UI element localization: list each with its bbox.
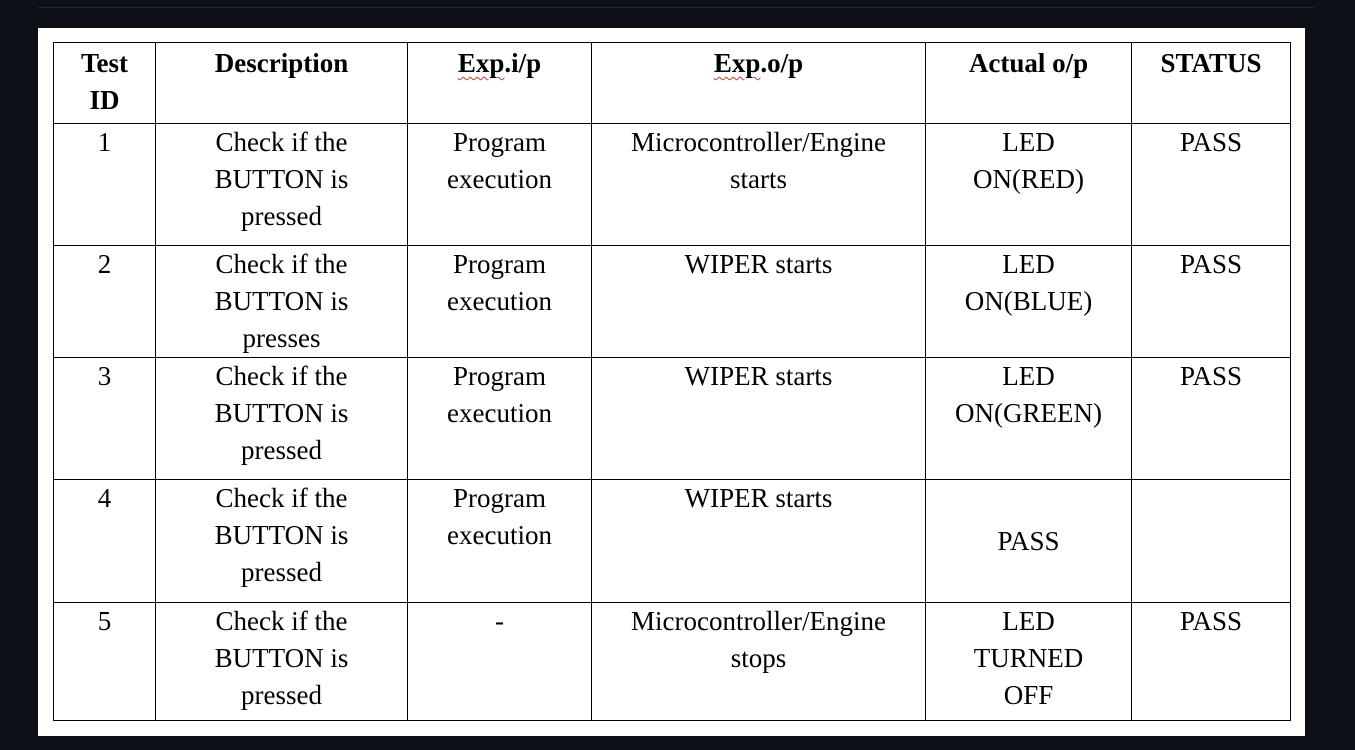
cell-status: PASS (1131, 357, 1291, 480)
header-actual-output: Actual o/p (925, 42, 1132, 124)
header-test-id: Test ID (53, 42, 156, 124)
header-expected-output: Exp.o/p (591, 42, 926, 124)
spellcheck-word: Exp (457, 48, 505, 78)
cell-expected-input: Program execution (407, 357, 592, 480)
table-row: 4 Check if the BUTTON is pressed Program… (53, 479, 1291, 603)
table-header-row: Test ID Description Exp.i/p Exp.o/p Actu… (53, 42, 1291, 124)
document-page: Test ID Description Exp.i/p Exp.o/p Actu… (38, 28, 1305, 736)
table-row: 2 Check if the BUTTON is presses Program… (53, 245, 1291, 358)
cell-expected-output: WIPER starts (591, 357, 926, 480)
cell-test-id: 1 (53, 123, 156, 246)
cell-description: Check if the BUTTON is pressed (155, 479, 408, 603)
cell-expected-output: WIPER starts (591, 479, 926, 603)
cell-expected-output: WIPER starts (591, 245, 926, 358)
cell-expected-input: Program execution (407, 245, 592, 358)
cell-description: Check if the BUTTON is pressed (155, 602, 408, 721)
cell-actual-output: LED ON(GREEN) (925, 357, 1132, 480)
cell-expected-input: Program execution (407, 123, 592, 246)
spellcheck-word: Exp (713, 48, 761, 78)
cell-expected-input: Program execution (407, 479, 592, 603)
cell-status: PASS (1131, 245, 1291, 358)
header-description: Description (155, 42, 408, 124)
table-row: 5 Check if the BUTTON is pressed - Micro… (53, 602, 1291, 721)
cell-description: Check if the BUTTON is presses (155, 245, 408, 358)
cell-test-id: 4 (53, 479, 156, 603)
table-row: 1 Check if the BUTTON is pressed Program… (53, 123, 1291, 246)
cell-expected-input: - (407, 602, 592, 721)
header-status: STATUS (1131, 42, 1291, 124)
cell-expected-output: Microcontroller/Engine stops (591, 602, 926, 721)
cell-actual-output: LED ON(BLUE) (925, 245, 1132, 358)
cell-test-id: 2 (53, 245, 156, 358)
cell-description: Check if the BUTTON is pressed (155, 357, 408, 480)
cell-status: PASS (1131, 123, 1291, 246)
cell-test-id: 5 (53, 602, 156, 721)
window-top-divider (38, 7, 1315, 8)
cell-actual-output: LED ON(RED) (925, 123, 1132, 246)
cell-actual-output: LED TURNED OFF (925, 602, 1132, 721)
cell-test-id: 3 (53, 357, 156, 480)
header-expected-input: Exp.i/p (407, 42, 592, 124)
cell-expected-output: Microcontroller/Engine starts (591, 123, 926, 246)
cell-status: PASS (1131, 602, 1291, 721)
test-case-table: Test ID Description Exp.i/p Exp.o/p Actu… (53, 42, 1291, 721)
cell-status (1131, 479, 1291, 603)
cell-description: Check if the BUTTON is pressed (155, 123, 408, 246)
table-row: 3 Check if the BUTTON is pressed Program… (53, 357, 1291, 480)
cell-actual-output: PASS (925, 479, 1132, 603)
